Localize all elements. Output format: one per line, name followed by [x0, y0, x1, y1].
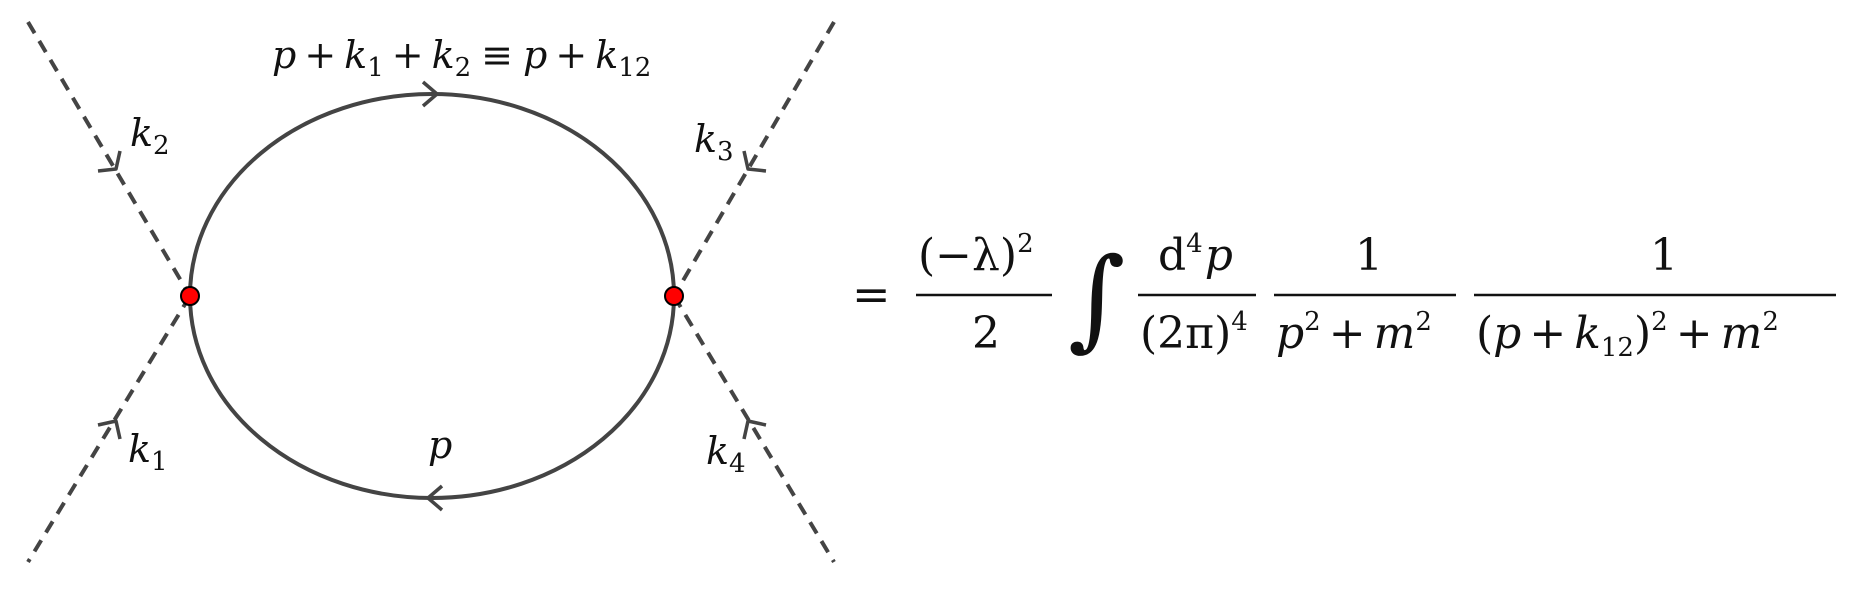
equals-sign: = — [852, 267, 891, 321]
external-line-k2 — [26, 20, 192, 298]
vertex-left — [180, 286, 200, 306]
fraction-propagator-2: 1 (p+k12)2+m2 — [1474, 230, 1836, 363]
coupling-denominator: 2 — [972, 308, 1000, 359]
propagator-1-numerator: 1 — [1355, 230, 1383, 281]
arrow-k4 — [742, 419, 767, 440]
fraction-coupling: (−λ)2 2 — [916, 229, 1052, 359]
amplitude-formula: = (−λ)2 2 ∫ d4p (2π)4 1 p2+m2 — [852, 229, 1836, 363]
propagator-2-denominator: (p+k12)2+m2 — [1476, 307, 1779, 363]
integral-sign: ∫ — [1068, 234, 1125, 362]
external-line-k1 — [26, 294, 192, 564]
arrow-k1 — [97, 419, 122, 440]
measure-numerator: d4p — [1158, 229, 1233, 281]
label-k1: k1 — [128, 427, 168, 477]
feynman-diagram — [26, 20, 836, 564]
external-line-k4 — [672, 294, 836, 564]
vertex-right — [664, 286, 684, 306]
label-k4: k4 — [706, 429, 746, 479]
coupling-numerator: (−λ)2 — [918, 229, 1034, 281]
propagator-2-numerator: 1 — [1650, 230, 1678, 281]
propagator-1-denominator: p2+m2 — [1276, 307, 1432, 359]
arrow-k2 — [97, 150, 122, 173]
fraction-measure: d4p (2π)4 — [1138, 229, 1256, 359]
arrow-loop-top — [421, 80, 439, 108]
label-k2: k2 — [130, 111, 170, 161]
loop-bottom-momentum-label: p — [428, 423, 452, 467]
measure-denominator: (2π)4 — [1140, 307, 1248, 359]
arrow-k3 — [742, 150, 767, 173]
fraction-propagator-1: 1 p2+m2 — [1274, 230, 1456, 359]
label-k3: k3 — [694, 117, 734, 167]
arrow-loop-bottom — [426, 484, 444, 512]
external-line-k3 — [672, 20, 836, 298]
loop-top-momentum-label: p+k1+k2≡p+k12 — [272, 33, 651, 83]
